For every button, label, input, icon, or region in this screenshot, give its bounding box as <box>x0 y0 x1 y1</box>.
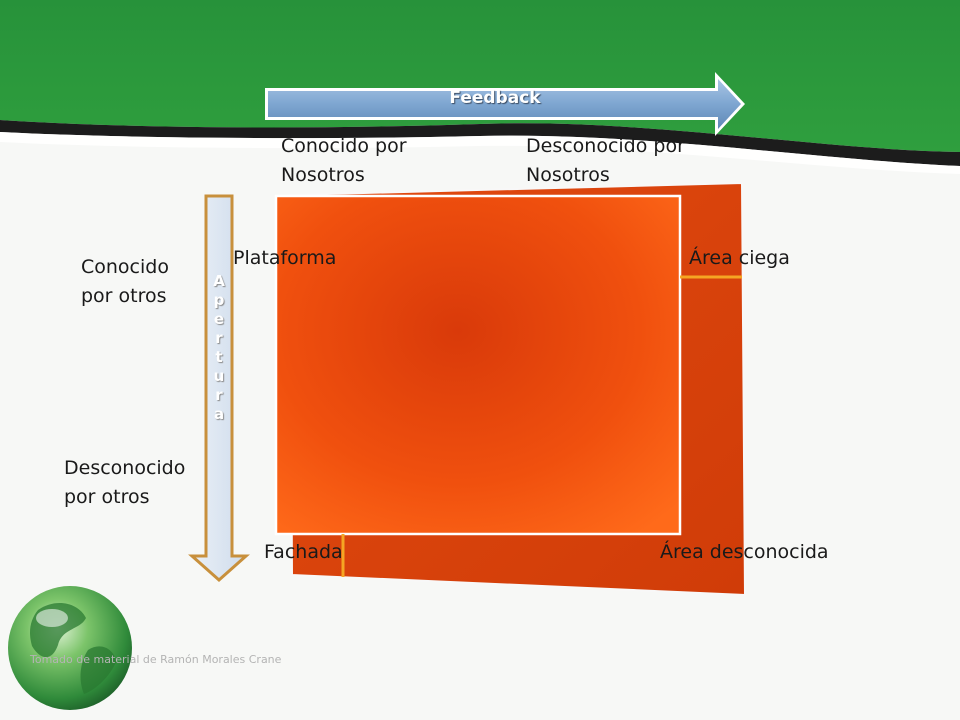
column-header-unknown-by-us: Desconocido por Nosotros <box>526 132 685 190</box>
apertura-letter: u <box>213 367 225 385</box>
apertura-letter: t <box>215 348 223 366</box>
quadrant-label-plataforma: Plataforma <box>233 247 337 269</box>
row-header-line: Desconocido <box>64 457 186 479</box>
row-header-unknown-by-others: Desconocido por otros <box>64 454 185 512</box>
apertura-arrow <box>188 194 250 583</box>
apertura-label: A p e r t u r a <box>206 272 232 424</box>
apertura-letter: e <box>213 310 225 328</box>
front-panel <box>274 194 682 536</box>
row-header-line: por otros <box>64 486 150 508</box>
column-header-line: Nosotros <box>281 164 365 186</box>
quadrant-label-fachada: Fachada <box>264 541 343 563</box>
apertura-letter: r <box>215 329 223 347</box>
globe-logo <box>8 586 132 710</box>
quadrant-label-area-ciega: Área ciega <box>689 247 790 269</box>
row-header-line: por otros <box>81 285 167 307</box>
column-header-line: Conocido por <box>281 135 407 157</box>
apertura-letter: a <box>213 405 225 423</box>
column-header-known-by-us: Conocido por Nosotros <box>281 132 407 190</box>
row-header-line: Conocido <box>81 256 169 278</box>
apertura-letter: A <box>213 272 225 290</box>
feedback-arrow <box>265 72 745 136</box>
column-header-line: Desconocido por <box>526 135 685 157</box>
banner-white-stripe <box>0 132 960 174</box>
feedback-label: Feedback <box>449 88 541 108</box>
footer-credit: Tomado de material de Ramón Morales Cran… <box>30 653 282 666</box>
quadrant-label-area-desconocida: Área desconocida <box>660 541 829 563</box>
apertura-letter: p <box>213 291 225 309</box>
column-header-line: Nosotros <box>526 164 610 186</box>
banner-dark-stripe <box>0 120 960 166</box>
apertura-letter: r <box>215 386 223 404</box>
row-header-known-by-others: Conocido por otros <box>81 253 169 311</box>
